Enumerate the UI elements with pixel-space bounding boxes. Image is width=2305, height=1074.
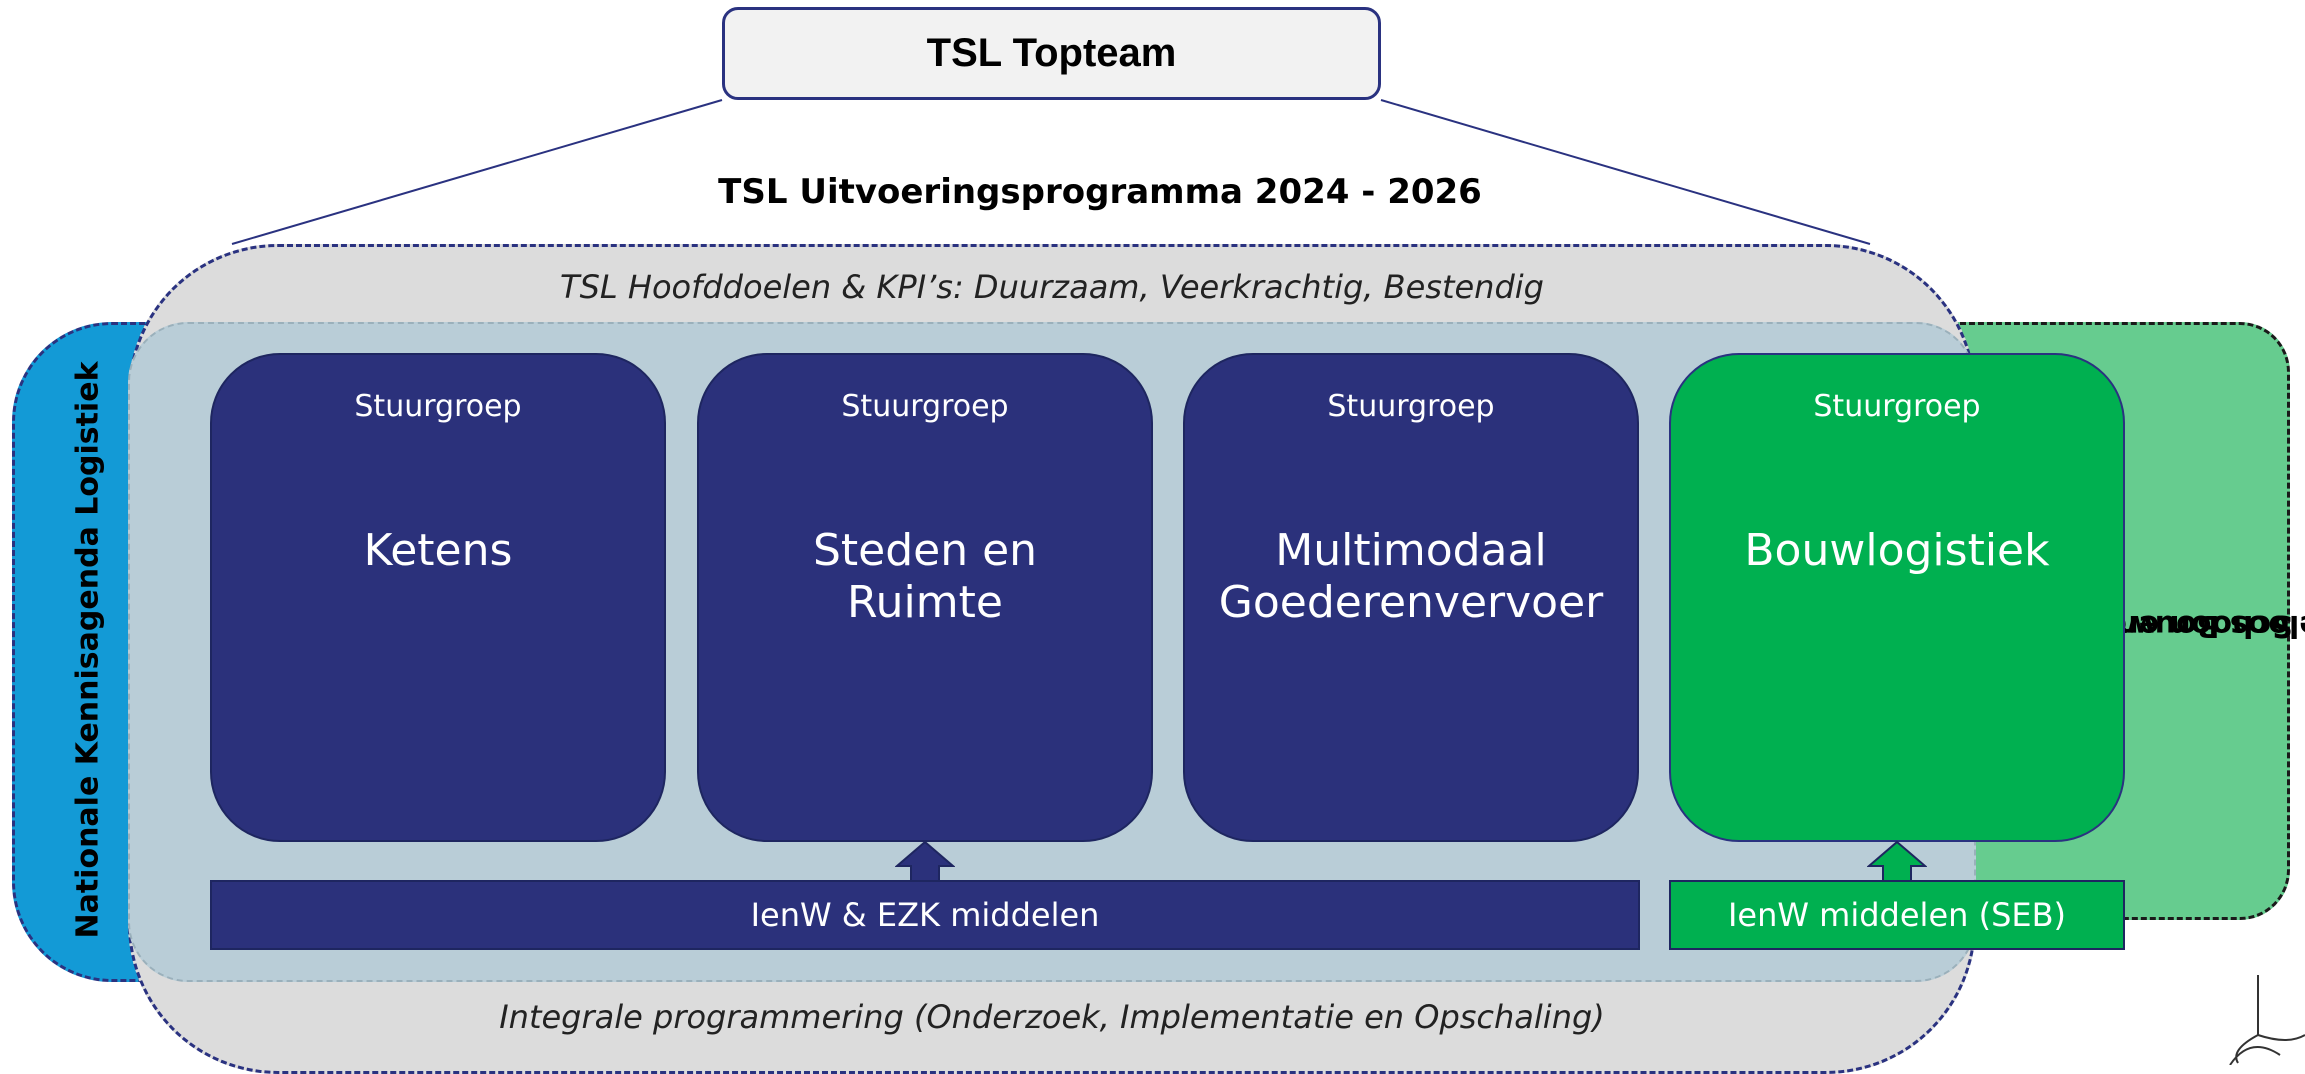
funding-bar-label: IenW middelen (SEB) [1727, 896, 2067, 934]
stuurgroep-header: Stuurgroep [354, 389, 522, 424]
stuurgroep-header: Stuurgroep [1327, 389, 1495, 424]
left-connector-line [231, 99, 723, 245]
funding-bar-label: IenW & EZK middelen [750, 896, 1100, 934]
stuurgroep-multimodaal-goederenvervoer: Stuurgroep Multimodaal Goederenvervoer [1183, 353, 1639, 842]
stuurgroep-name: Steden en Ruimte [699, 525, 1151, 629]
kennisagenda-label: Nationale Kennisagenda Logistiek [70, 361, 106, 939]
stuurgroep-name-line: Bouwlogistiek [1744, 525, 2050, 576]
stuurgroep-name-line: Steden en [812, 525, 1038, 576]
stuurgroep-name-line: Goederenvervoer [1218, 577, 1604, 628]
goals-text: TSL Hoofddoelen & KPI’s: Duurzaam, Veerk… [560, 268, 1544, 306]
stuurgroep-name-line: Ruimte [847, 577, 1003, 628]
funding-arrow-navy [895, 840, 955, 882]
stuurgroep-steden-en-ruimte: Stuurgroep Steden en Ruimte [697, 353, 1153, 842]
stuurgroep-header: Stuurgroep [1813, 389, 1981, 424]
stuurgroep-name: Multimodaal Goederenvervoer [1185, 525, 1637, 629]
stuurgroep-name: Ketens [212, 525, 664, 577]
funding-arrow-green [1867, 840, 1927, 882]
stuurgroep-name: Bouwlogistiek [1671, 525, 2123, 577]
stuurgroep-header: Stuurgroep [841, 389, 1009, 424]
right-connector-line [1380, 99, 1871, 245]
funding-bar-ienw-seb: IenW middelen (SEB) [1669, 880, 2125, 950]
programming-text: Integrale programmering (Onderzoek, Impl… [499, 998, 1605, 1036]
program-title: TSL Uitvoeringsprogramma 2024 - 2026 [718, 172, 1482, 212]
funding-bar-ienw-ezk: IenW & EZK middelen [210, 880, 1640, 950]
topteam-label: TSL Topteam [926, 31, 1177, 75]
stuurgroep-bouwlogistiek: Stuurgroep Bouwlogistiek [1669, 353, 2125, 842]
stuurgroep-name-line: Multimodaal [1275, 525, 1547, 576]
stuurgroep-name-line: Ketens [363, 525, 513, 576]
topteam-box: TSL Topteam [722, 7, 1381, 100]
stuurgroep-ketens: Stuurgroep Ketens [210, 353, 666, 842]
pen-mark-icon [2229, 975, 2305, 1065]
